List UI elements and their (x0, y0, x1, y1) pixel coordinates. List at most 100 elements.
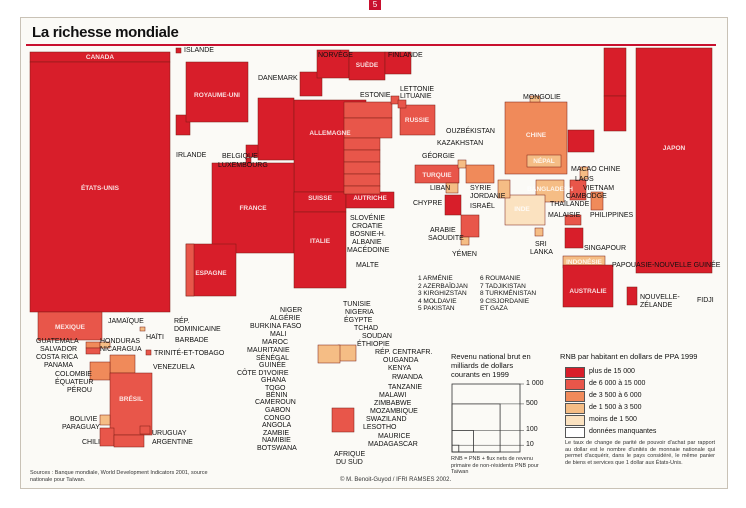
country-label: ÉQUATEUR (55, 379, 94, 386)
legend-swatch (565, 367, 585, 378)
country-cor-e-du-sud (567, 129, 595, 153)
country-inner-label: SUÈDE (355, 62, 379, 69)
country-label: GUATEMALA (36, 338, 79, 345)
country-label: ZIMBABWE (374, 400, 412, 407)
country-label: GABON (265, 407, 291, 414)
country-label: YÉMEN (452, 251, 477, 258)
country-syrie (445, 182, 459, 194)
country-label: NIGER (280, 307, 303, 314)
country-arabie-saoudite (460, 214, 480, 238)
country-pays-bas (257, 97, 295, 161)
country-label: KENYA (388, 365, 412, 372)
gnp-label: 100 (526, 426, 538, 434)
numbered-list-item: ET GAZA (480, 305, 508, 312)
country-lettonie (397, 99, 407, 109)
numbered-list-item: 8 TURKMÉNISTAN (480, 290, 537, 297)
legend-swatch (565, 415, 585, 426)
legend-swatch (565, 403, 585, 414)
country-inner-label: INDONÉSIE (566, 259, 602, 266)
country-label: MAURITANIE (247, 347, 290, 354)
country-uruguay (139, 425, 151, 435)
gnp-legend-squares (451, 383, 524, 453)
country-islande (175, 47, 182, 54)
country-gr-ce (343, 185, 381, 195)
country-label: MALAISIE (548, 212, 581, 219)
country-label: GÉORGIE (422, 153, 455, 160)
country-label: ZÉLANDE (640, 302, 673, 309)
country-inner-label: RUSSIE (404, 117, 430, 124)
numbered-list-item: 6 ROUMANIE (480, 275, 521, 282)
country-pakistan (497, 179, 511, 199)
country-label: RÉP. CENTRAFR. (375, 349, 433, 356)
country-afrique-centre- (317, 344, 341, 364)
country-label: BOTSWANA (257, 445, 297, 452)
country-label: MADAGASCAR (368, 441, 418, 448)
country-label: ARGENTINE (152, 439, 193, 446)
country-inner-label: AUSTRALIE (569, 288, 607, 295)
country-label: GHANA (261, 377, 286, 384)
country-inner-label: CANADA (85, 54, 115, 61)
legend-label: moins de 1 500 (589, 416, 637, 423)
country-label: THAÏLANDE (550, 201, 590, 208)
country-label: SWAZILAND (366, 416, 407, 423)
country-label: NIGERIA (345, 309, 374, 316)
country-singapour (564, 227, 584, 249)
country-inde (504, 194, 546, 226)
gnp-square (451, 430, 474, 453)
country-hongrie (343, 137, 381, 151)
country-label: TCHAD (354, 325, 379, 332)
country-label: MALTE (356, 262, 379, 269)
country-label: IRLANDE (176, 152, 207, 159)
country-label: FINLANDE (388, 52, 423, 59)
country-ta-wan (603, 95, 627, 132)
country-label: LETTONIE (400, 86, 435, 93)
country-inner-label: JAPON (662, 145, 686, 152)
country--gypte (337, 344, 357, 362)
country-trinit-et-tobago (145, 349, 152, 356)
legend-label: de 1 500 à 3 500 (589, 404, 642, 411)
country-label: JAMAÏQUE (108, 318, 144, 325)
country-label: ALBANIE (352, 239, 382, 246)
country-venezuela (109, 354, 136, 374)
country-malaisie (564, 214, 582, 226)
country-label: DOMINICAINE (174, 326, 221, 333)
country-label: ESTONIE (360, 92, 391, 99)
country-label: SOUDAN (362, 333, 392, 340)
country-inner-label: ÉTATS-UNIS (80, 185, 120, 192)
country-inner-label: CHINE (525, 132, 547, 139)
country-label: SAOUDITE (428, 235, 464, 242)
numbered-list-item: 5 PAKISTAN (418, 305, 455, 312)
country-inner-label: ALLEMAGNE (309, 130, 351, 137)
legend-label: données manquantes (589, 428, 657, 435)
country-isra-l (444, 194, 462, 216)
country-label: SYRIE (470, 185, 492, 192)
country-label: SINGAPOUR (584, 245, 627, 252)
country-label: ZAMBIE (263, 430, 290, 437)
country-label: TANZANIE (388, 384, 423, 391)
page-title: La richesse mondiale (32, 24, 179, 41)
country-pologne (343, 101, 393, 119)
country-mexique (37, 311, 103, 341)
country-italie (293, 211, 347, 289)
country-mongolie (529, 95, 541, 103)
country-bulgarie (343, 173, 381, 187)
country-argentine (113, 434, 145, 448)
country-inner-label: MEXIQUE (55, 324, 85, 331)
country-label: PAPOUASIE-NOUVELLE GUINÉE (612, 262, 721, 269)
country-label: CHILI (82, 439, 100, 446)
country-label: SÉNÉGAL (256, 355, 290, 362)
country-label: CAMBODGE (566, 193, 607, 200)
country-inner-label: AUTRICHE (353, 195, 387, 202)
gnp-legend-note: RNB = PNB + flux nets de revenu primaire… (451, 456, 539, 475)
ppp-legend-note: Le taux de change de parité de pouvoir d… (565, 440, 715, 466)
country-label: URUGUAY (152, 430, 187, 437)
country-label: NORVÈGE (318, 52, 353, 59)
country-afrique-du-sud (331, 407, 355, 433)
country-label: ANGOLA (262, 422, 292, 429)
country-label: HONDURAS (100, 338, 141, 345)
country-label: DU SUD (336, 459, 363, 466)
legend-label: de 6 000 à 15 000 (589, 380, 646, 387)
country-label: GUINÉE (259, 362, 286, 369)
